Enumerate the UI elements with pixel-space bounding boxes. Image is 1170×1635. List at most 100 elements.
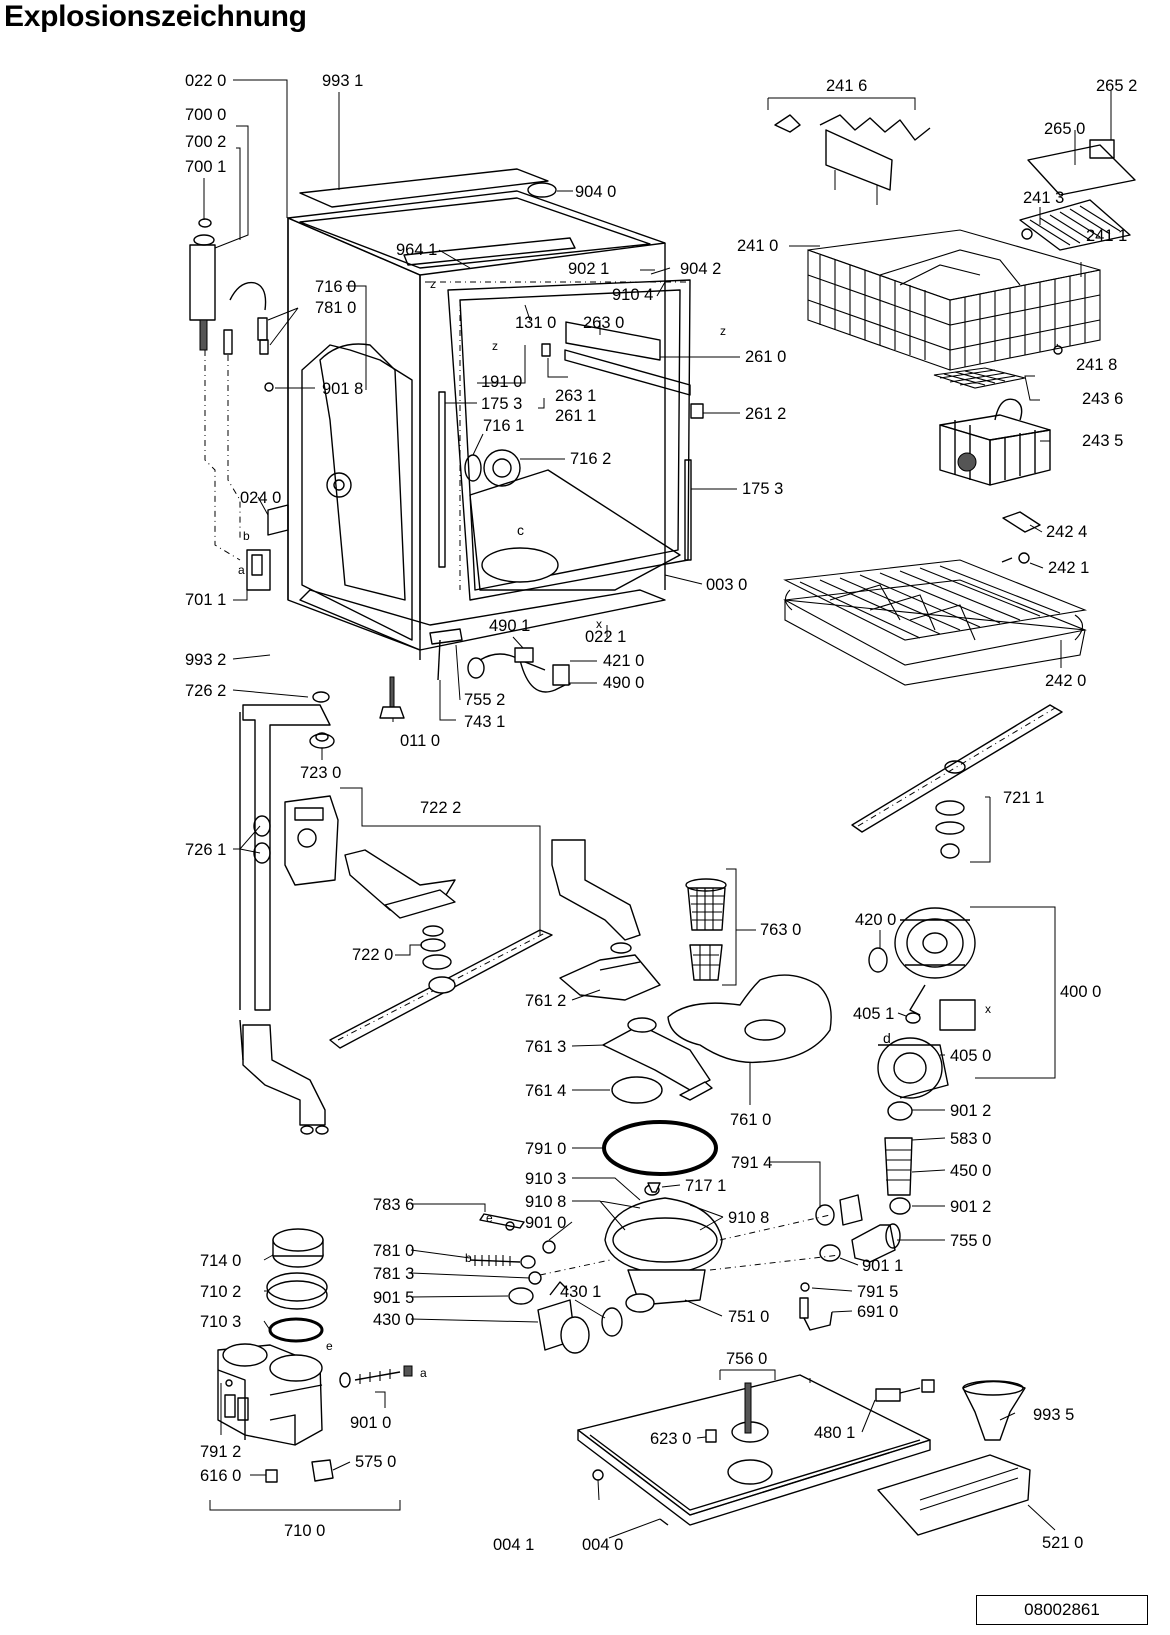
part-label: 781 3 xyxy=(373,1265,414,1283)
part-label: 751 0 xyxy=(728,1308,769,1326)
part-label: 901 5 xyxy=(373,1289,414,1307)
part-label: 761 0 xyxy=(730,1111,771,1129)
marker: a xyxy=(238,563,245,577)
part-label: 243 6 xyxy=(1082,390,1123,408)
part-label: 623 0 xyxy=(650,1430,691,1448)
part-label: 583 0 xyxy=(950,1130,991,1148)
part-label: 721 1 xyxy=(1003,789,1044,807)
part-label: 241 6 xyxy=(826,77,867,95)
page-title: Explosionszeichnung xyxy=(4,0,307,33)
part-label: 700 1 xyxy=(185,158,226,176)
part-label: 430 1 xyxy=(560,1283,601,1301)
part-label: 904 0 xyxy=(575,183,616,201)
tub-assembly-drawing xyxy=(189,168,704,719)
salt-container-drawing xyxy=(217,1228,413,1483)
part-label: 263 1 xyxy=(555,387,596,405)
part-label: 781 0 xyxy=(373,1242,414,1260)
part-label: 722 0 xyxy=(352,946,393,964)
part-label: 430 0 xyxy=(373,1311,414,1329)
part-label: 261 1 xyxy=(555,407,596,425)
part-label: 521 0 xyxy=(1042,1534,1083,1552)
marker: e xyxy=(326,1339,333,1353)
part-label: 710 3 xyxy=(200,1313,241,1331)
part-label: 490 1 xyxy=(489,617,530,635)
part-label: 241 0 xyxy=(737,237,778,255)
part-label: 490 0 xyxy=(603,674,644,692)
drawing-number: 08002861 xyxy=(976,1595,1148,1625)
part-label: 700 2 xyxy=(185,133,226,151)
part-label: 011 0 xyxy=(400,732,440,750)
part-label: 993 5 xyxy=(1033,1406,1074,1424)
part-label: 710 2 xyxy=(200,1283,241,1301)
part-label: 901 2 xyxy=(950,1102,991,1120)
part-label: 022 1 xyxy=(585,628,626,646)
part-label: 901 0 xyxy=(350,1414,391,1432)
connection-markers: z z z c x x b a d e e b a xyxy=(238,277,991,1380)
part-label: 761 2 xyxy=(525,992,566,1010)
part-label: 131 0 xyxy=(515,314,556,332)
part-label: 261 2 xyxy=(745,405,786,423)
base-plate-drawing xyxy=(577,1374,1031,1536)
part-label: 242 1 xyxy=(1048,559,1089,577)
part-label: 910 3 xyxy=(525,1170,566,1188)
part-label: 716 0 xyxy=(315,278,356,296)
part-label: 901 1 xyxy=(862,1257,903,1275)
part-label: 700 0 xyxy=(185,106,226,124)
leader-lines xyxy=(203,79,1112,1539)
part-label: 691 0 xyxy=(857,1303,898,1321)
part-label: 175 3 xyxy=(742,480,783,498)
part-label: 993 1 xyxy=(322,72,363,90)
sump-pump-drawing xyxy=(469,878,976,1354)
part-label: 241 1 xyxy=(1086,227,1127,245)
part-label: 901 0 xyxy=(525,1214,566,1232)
part-label: 723 0 xyxy=(300,764,341,782)
part-label: 714 0 xyxy=(200,1252,241,1270)
part-label: 716 2 xyxy=(570,450,611,468)
part-label: 901 2 xyxy=(950,1198,991,1216)
part-label: 756 0 xyxy=(726,1350,767,1368)
part-label: 405 0 xyxy=(950,1047,991,1065)
part-label: 763 0 xyxy=(760,921,801,939)
part-label: 450 0 xyxy=(950,1162,991,1180)
part-label: 717 1 xyxy=(685,1177,726,1195)
marker: x xyxy=(985,1002,991,1016)
part-label: 910 8 xyxy=(525,1193,566,1211)
part-label: 791 0 xyxy=(525,1140,566,1158)
marker: x xyxy=(596,617,602,631)
part-label: 761 3 xyxy=(525,1038,566,1056)
part-label: 710 0 xyxy=(284,1522,325,1540)
marker: c xyxy=(517,522,524,538)
part-label: 910 4 xyxy=(612,286,653,304)
part-label: 726 2 xyxy=(185,682,226,700)
upper-basket-drawing xyxy=(774,114,1136,686)
part-label: 791 5 xyxy=(857,1283,898,1301)
part-label: 722 2 xyxy=(420,799,461,817)
part-label: 243 5 xyxy=(1082,432,1123,450)
marker: b xyxy=(465,1251,472,1265)
part-label: 265 2 xyxy=(1096,77,1137,95)
part-label: 263 0 xyxy=(583,314,624,332)
marker: z xyxy=(492,339,498,353)
part-label: 004 1 xyxy=(493,1536,534,1554)
part-label: 003 0 xyxy=(706,576,747,594)
part-label: 761 4 xyxy=(525,1082,566,1100)
part-label: 241 8 xyxy=(1076,356,1117,374)
marker: z xyxy=(430,277,436,291)
part-label: 901 8 xyxy=(322,380,363,398)
part-label: 024 0 xyxy=(240,489,281,507)
part-label: 781 0 xyxy=(315,299,356,317)
marker: e xyxy=(486,1211,493,1225)
part-label: 265 0 xyxy=(1044,120,1085,138)
part-label: 241 3 xyxy=(1023,189,1064,207)
spray-arms-drawing xyxy=(239,691,1063,1135)
part-label: 405 1 xyxy=(853,1005,894,1023)
marker: d xyxy=(883,1030,891,1046)
part-label: 242 0 xyxy=(1045,672,1086,690)
part-label: 755 2 xyxy=(464,691,505,709)
part-labels: 022 0 993 1 700 0 700 2 700 1 904 0 241 … xyxy=(185,72,1137,1554)
part-label: 791 4 xyxy=(731,1154,772,1172)
part-label: 261 0 xyxy=(745,348,786,366)
part-label: 993 2 xyxy=(185,651,226,669)
part-label: 964 1 xyxy=(396,241,437,259)
